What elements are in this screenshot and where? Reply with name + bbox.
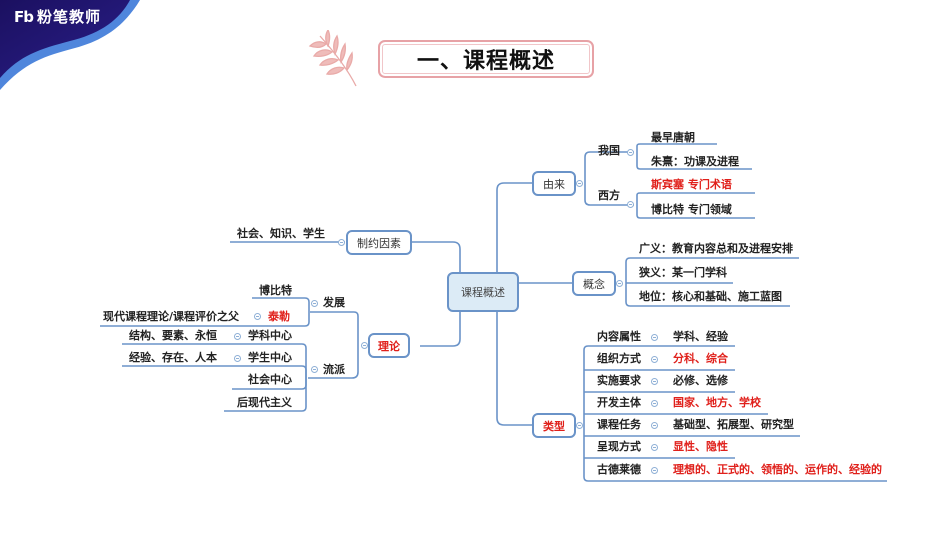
schools-label: 流派: [323, 363, 345, 376]
collapse-toggle-icon[interactable]: [254, 313, 261, 320]
origin-west-label: 西方: [598, 189, 620, 202]
school-note: 结构、要素、永恒: [129, 329, 217, 342]
collapse-toggle-icon[interactable]: [627, 149, 634, 156]
school-note: 经验、存在、人本: [129, 351, 217, 364]
types-row-key: 开发主体: [597, 396, 641, 409]
origin-west-item-2: 博比特 专门领域: [651, 203, 732, 216]
brand-logo-mark: Fb: [14, 7, 34, 26]
development-label: 发展: [323, 296, 345, 309]
collapse-toggle-icon[interactable]: [234, 355, 241, 362]
brand-name: 粉笔教师: [36, 8, 101, 26]
school-item: 学科中心: [248, 329, 292, 342]
tyler-note: 现代课程理论/课程评价之父: [103, 310, 240, 323]
types-row-value: 基础型、拓展型、研究型: [673, 418, 794, 431]
origin-china-item-2: 朱熹：功课及进程: [651, 155, 739, 168]
types-row-key: 课程任务: [597, 418, 641, 431]
collapse-toggle-icon[interactable]: [651, 400, 658, 407]
types-row-key: 实施要求: [597, 374, 641, 387]
collapse-toggle-icon[interactable]: [234, 333, 241, 340]
origin-west-item-1: 斯宾塞 专门术语: [651, 178, 732, 191]
collapse-toggle-icon[interactable]: [311, 366, 318, 373]
node-origin[interactable]: 由来: [532, 171, 576, 196]
node-types[interactable]: 类型: [532, 413, 576, 438]
node-concept[interactable]: 概念: [572, 271, 616, 296]
origin-china-label: 我国: [598, 144, 620, 157]
collapse-toggle-icon[interactable]: [616, 280, 623, 287]
brand-logo: Fb 粉笔教师: [14, 6, 101, 27]
origin-china-item-1: 最早唐朝: [651, 131, 695, 144]
collapse-toggle-icon[interactable]: [576, 422, 583, 429]
collapse-toggle-icon[interactable]: [361, 342, 368, 349]
page-title: 一、课程概述: [378, 40, 594, 78]
types-row-value: 理想的、正式的、领悟的、运作的、经验的: [673, 463, 882, 476]
collapse-toggle-icon[interactable]: [576, 180, 583, 187]
school-item: 后现代主义: [237, 396, 292, 409]
types-row-key: 内容属性: [597, 330, 641, 343]
types-row-value: 分科、综合: [673, 352, 728, 365]
brand-corner-wave: [0, 0, 140, 90]
collapse-toggle-icon[interactable]: [311, 300, 318, 307]
school-item: 学生中心: [248, 351, 292, 364]
types-row-key: 古德莱德: [597, 463, 641, 476]
node-theory[interactable]: 理论: [368, 333, 410, 358]
types-row-value: 显性、隐性: [673, 440, 728, 453]
types-row-value: 国家、地方、学校: [673, 396, 761, 409]
school-item: 社会中心: [248, 373, 292, 386]
collapse-toggle-icon[interactable]: [627, 201, 634, 208]
mindmap-center-node[interactable]: 课程概述: [447, 272, 519, 312]
development-item-tyler: 泰勒: [268, 310, 290, 323]
leaf-decoration-icon: [308, 30, 357, 87]
constraints-item: 社会、知识、学生: [237, 227, 325, 240]
collapse-toggle-icon[interactable]: [651, 467, 658, 474]
collapse-toggle-icon[interactable]: [651, 356, 658, 363]
types-row-key: 呈现方式: [597, 440, 641, 453]
types-row-value: 必修、选修: [673, 374, 728, 387]
collapse-toggle-icon[interactable]: [651, 422, 658, 429]
concept-item-2: 狭义：某一门学科: [639, 266, 727, 279]
concept-item-3: 地位：核心和基础、施工蓝图: [639, 290, 782, 303]
concept-item-1: 广义：教育内容总和及进程安排: [639, 242, 793, 255]
node-constraints[interactable]: 制约因素: [346, 230, 412, 255]
collapse-toggle-icon[interactable]: [651, 378, 658, 385]
collapse-toggle-icon[interactable]: [651, 444, 658, 451]
types-row-value: 学科、经验: [673, 330, 728, 343]
types-row-key: 组织方式: [597, 352, 641, 365]
collapse-toggle-icon[interactable]: [338, 239, 345, 246]
development-item-bobbitt: 博比特: [259, 284, 292, 297]
collapse-toggle-icon[interactable]: [651, 334, 658, 341]
